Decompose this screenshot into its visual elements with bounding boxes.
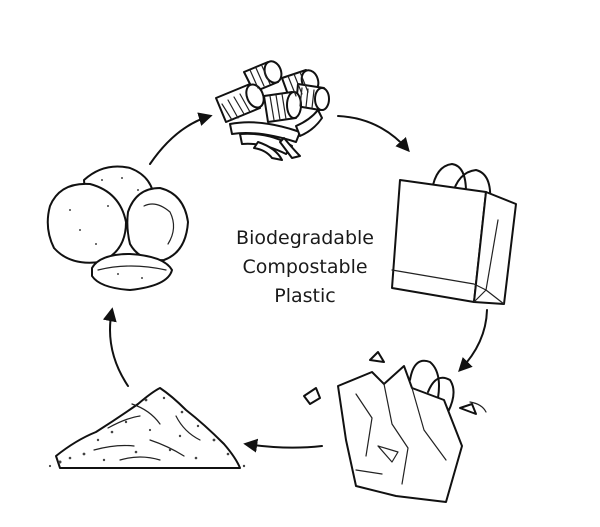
crumpled-bag-icon xyxy=(303,351,487,503)
paper-bag-icon xyxy=(391,163,517,305)
pasta-icon xyxy=(215,60,330,161)
arrow-bag-to-crumpled xyxy=(458,309,488,373)
compost-pile-icon xyxy=(48,387,246,469)
center-label-line1: Biodegradable xyxy=(236,227,374,249)
cycle-arrows xyxy=(102,112,488,453)
potatoes-icon xyxy=(46,165,189,291)
arrow-pasta-to-bag xyxy=(337,115,410,153)
center-label-line2: Compostable xyxy=(242,256,368,278)
center-label-line3: Plastic xyxy=(274,285,336,307)
center-label: Biodegradable Compostable Plastic xyxy=(200,224,410,311)
arrow-compost-to-potatoes xyxy=(102,307,129,387)
arrow-potatoes-to-pasta xyxy=(149,112,213,165)
arrow-crumpled-to-compost xyxy=(243,438,323,453)
